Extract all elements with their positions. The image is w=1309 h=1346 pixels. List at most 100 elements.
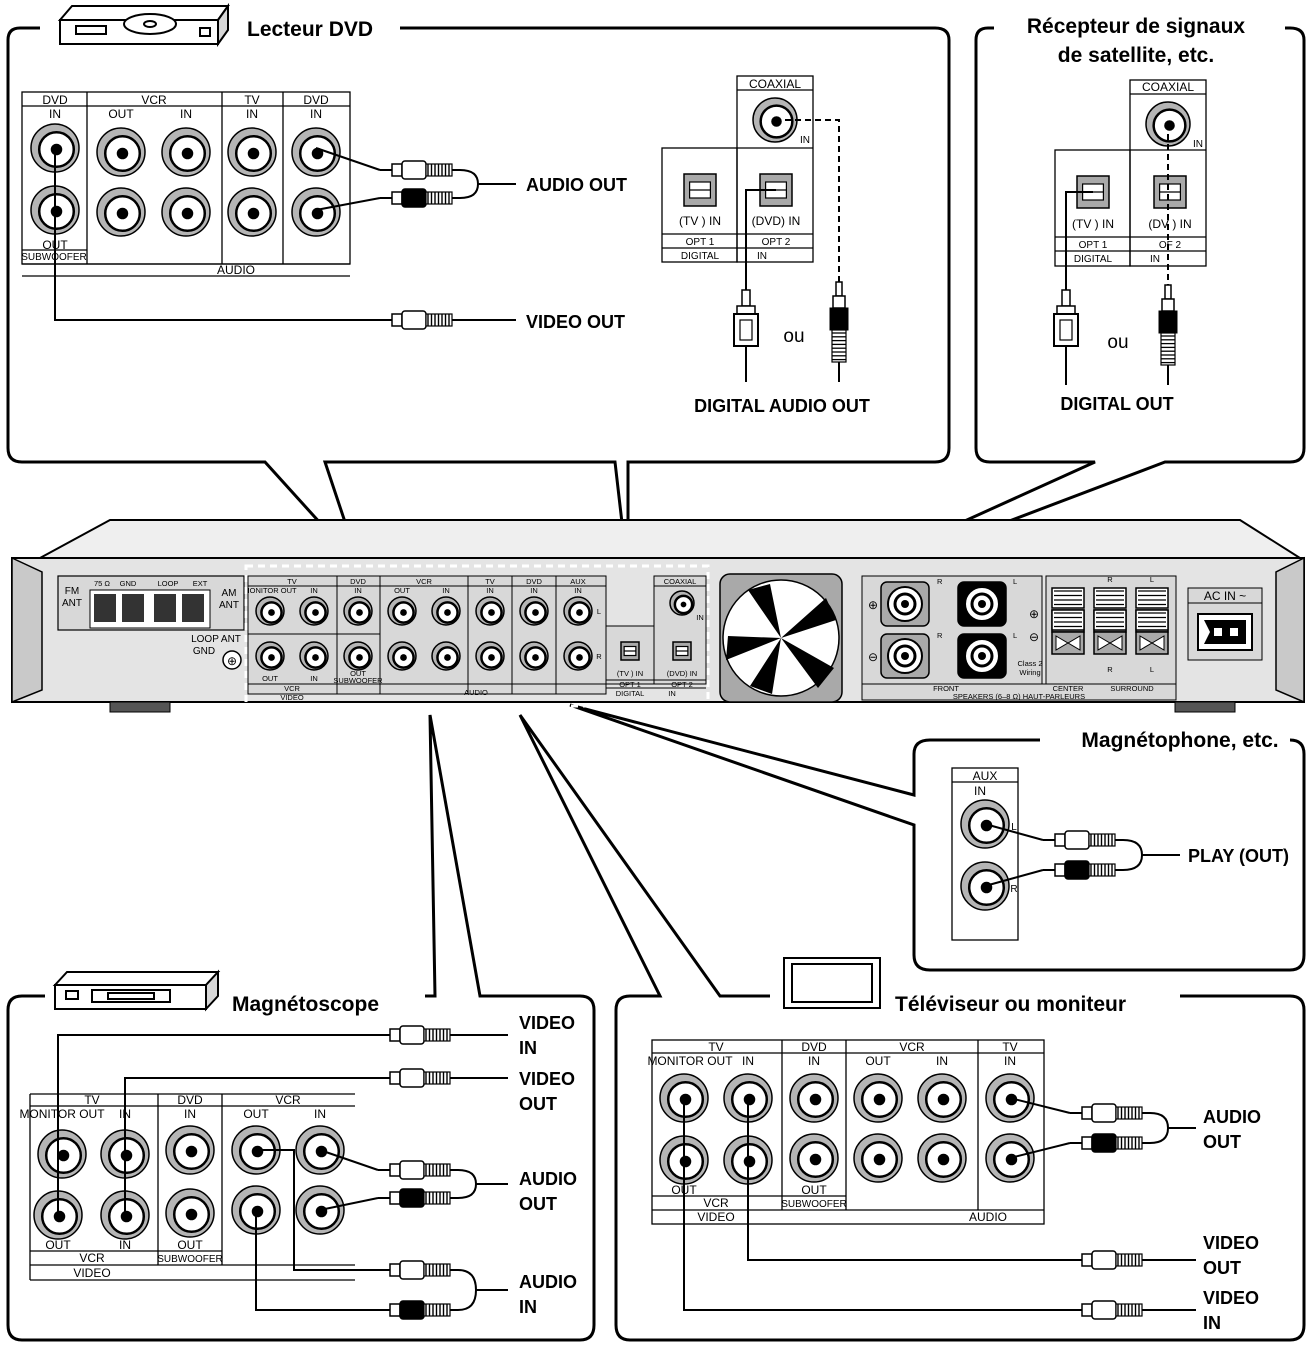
rx-vcr-out-label: OUT	[394, 586, 410, 595]
optical-jack-icon	[683, 173, 717, 207]
rx-speakers-label: SPEAKERS (6–8 Ω) HAUT-PARLEURS	[953, 692, 1085, 701]
dvd-analog-panel: DVD IN OUT SUBWOOFER VCR OUT IN TV IN DV…	[21, 91, 351, 277]
rx-subwoofer-label: SUBWOOFER	[333, 676, 383, 685]
dvd-player-icon	[57, 2, 230, 48]
speaker-clip-icon	[1093, 609, 1127, 655]
rca-jack-icon	[669, 590, 695, 616]
tv-tv-label: TV	[708, 1040, 723, 1054]
speaker-terminal-icon	[957, 633, 1007, 679]
vcr-subwoofer-label: SUBWOOFER	[157, 1254, 223, 1265]
vcr-video-in-label-1: VIDEO	[519, 1013, 575, 1033]
rca-jack-icon	[563, 641, 593, 671]
rx-l-label: L	[597, 607, 601, 616]
tv-audio-label: AUDIO	[969, 1210, 1007, 1224]
vcr-video-in-label-2: IN	[519, 1038, 537, 1058]
rx-surround-label: SURROUND	[1110, 684, 1154, 693]
rx-aux-label: AUX	[570, 577, 585, 586]
rx-dvd2-label: DVD	[526, 577, 542, 586]
rca-jack-icon	[161, 187, 211, 237]
speaker-clip-icon	[1051, 609, 1085, 655]
label-vcr-in: IN	[180, 107, 192, 121]
rx-front-label: FRONT	[933, 684, 959, 693]
vcr-vcr-b-label: VCR	[79, 1251, 105, 1265]
vcr-vcr-in-label: IN	[314, 1107, 326, 1121]
rca-jack-icon	[255, 641, 285, 671]
rx-sur-l-label: L	[1150, 575, 1154, 584]
rx-ohm-label: 75 Ω	[94, 579, 110, 588]
vcr-in2-label: IN	[119, 1238, 131, 1252]
dvd-coaxial-label: COAXIAL	[749, 77, 801, 91]
rca-jack-icon	[165, 1188, 215, 1238]
rx-vcr-b-label: VCR	[284, 684, 300, 693]
optical-jack-icon	[1153, 175, 1187, 209]
rca-jack-icon	[853, 1133, 903, 1183]
dvd-digital-audio-out-label: DIGITAL AUDIO OUT	[694, 396, 870, 416]
vcr-tv-label: TV	[84, 1093, 99, 1107]
speaker-terminal-icon	[957, 581, 1007, 627]
dvd-audio-out-label: AUDIO OUT	[526, 175, 627, 195]
sat-digital-cables	[1065, 124, 1169, 385]
rx-opt-tv-label: (TV ) IN	[617, 669, 643, 678]
rca-plug-white-icon	[380, 160, 460, 180]
tv-dvd-label: DVD	[801, 1040, 827, 1054]
rx-dvd-label: DVD	[350, 577, 366, 586]
rx-ac-in-label: AC IN ~	[1204, 589, 1246, 603]
rca-jack-icon	[475, 641, 505, 671]
rx-front-r2-label: R	[937, 631, 943, 640]
rca-jack-icon	[563, 596, 593, 626]
tape-aux-panel: AUX IN L R	[951, 767, 1019, 941]
rca-jack-icon	[519, 596, 549, 626]
dvd-coax-in-label: IN	[800, 135, 810, 146]
rx-front-r-label: R	[937, 577, 943, 586]
rx-tv2-label: TV	[485, 577, 495, 586]
rx-loop-label: LOOP	[158, 579, 179, 588]
rca-plug-white-icon	[380, 310, 460, 330]
rca-plug-white-icon	[378, 1025, 458, 1045]
rx-vcr-in-label: IN	[442, 586, 450, 595]
rx-wiring-label: Wiring	[1019, 668, 1040, 677]
rx-tv2-in-label: IN	[486, 586, 494, 595]
optical-jack-icon	[620, 641, 640, 661]
rx-tv-label: TV	[287, 577, 297, 586]
tv-tv2-label: TV	[1002, 1040, 1017, 1054]
optical-plug-icon	[733, 289, 759, 347]
tape-in-label: IN	[974, 784, 986, 798]
tv-panel: TV MONITOR OUT IN DVD IN VCR OUT IN TV I…	[647, 1039, 1045, 1225]
vcr-video-out-label-1: VIDEO	[519, 1069, 575, 1089]
vcr-vcr-out-label: OUT	[243, 1107, 269, 1121]
dvd-opt2-label: OPT 2	[762, 237, 791, 248]
sat-or-label: ou	[1107, 332, 1128, 353]
rca-plug-black-icon	[380, 188, 460, 208]
rx-digital-label: DIGITAL	[616, 689, 645, 698]
vcr-audio-out-label-1: AUDIO	[519, 1169, 577, 1189]
rx-plus-2-label: ⊕	[1029, 607, 1039, 621]
rx-tv-in-label: IN	[310, 586, 318, 595]
rca-jack-icon	[917, 1133, 967, 1183]
rca-jack-icon	[37, 1129, 87, 1179]
coaxial-plug-icon	[829, 281, 849, 363]
rx-class2-label: Class 2	[1017, 659, 1042, 668]
rx-vcr-label: VCR	[416, 577, 432, 586]
highlight-dashed-frame	[244, 564, 710, 708]
vcr-monitor-out-label: MONITOR OUT	[19, 1107, 105, 1121]
rca-plug-white-icon	[1070, 1250, 1150, 1270]
tape-l-label: L	[1011, 822, 1017, 833]
vcr-vcr-label: VCR	[275, 1093, 301, 1107]
vcr-video-out-label-2: OUT	[519, 1094, 557, 1114]
label-dvd: DVD	[42, 93, 68, 107]
tv-callout-title: Téléviseur ou moniteur	[895, 993, 1126, 1016]
rca-plug-black-icon	[378, 1188, 458, 1208]
rx-dvd2-in-label: IN	[530, 586, 538, 595]
rca-jack-icon	[853, 1073, 903, 1123]
rx-monitor-out-label: MONITOR OUT	[243, 586, 297, 595]
label-tv: TV	[244, 93, 259, 107]
dvd-digital-label: DIGITAL	[681, 251, 720, 262]
sat-digital-in-label: IN	[1150, 254, 1160, 265]
rca-jack-icon	[519, 641, 549, 671]
rca-jack-icon	[291, 187, 341, 237]
dvd-opt-dvd-label: (DVD) IN	[752, 214, 801, 228]
rx-coax-in-label: IN	[696, 613, 704, 622]
tv-cables	[683, 1097, 1196, 1311]
rx-opt1-label: OPT 1	[619, 680, 641, 689]
